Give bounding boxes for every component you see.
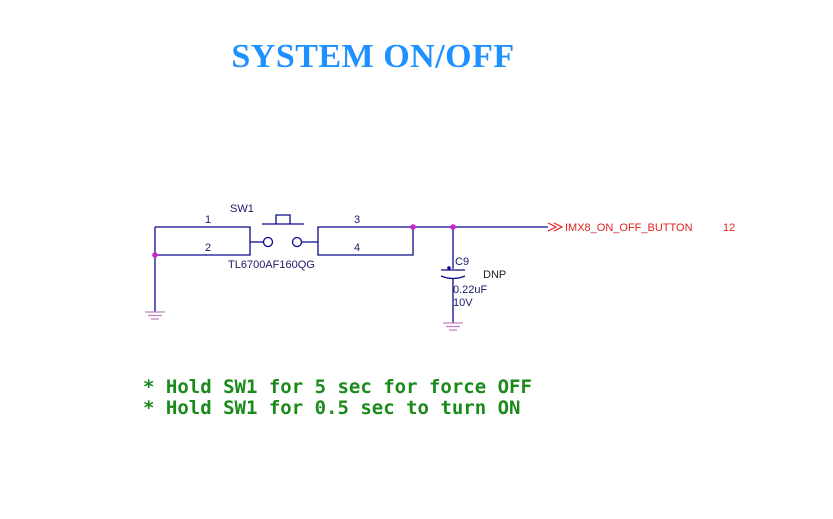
junction-dot <box>450 224 456 230</box>
pin1-wire <box>155 226 251 242</box>
switch-pin-4-label: 4 <box>354 242 360 254</box>
switch-pin-2-label: 2 <box>205 242 211 254</box>
offpage-connector-icon <box>547 222 564 232</box>
ground-symbol-left <box>145 311 165 320</box>
page-title: SYSTEM ON/OFF <box>231 38 515 75</box>
note-line-turn-on: * Hold SW1 for 0.5 sec to turn ON <box>143 397 521 419</box>
switch-part-number: TL6700AF160QG <box>228 259 315 271</box>
junction-dot <box>410 224 416 230</box>
pin4-wire <box>317 227 414 256</box>
ground-symbol-cap <box>443 322 463 331</box>
cap-status-label: DNP <box>483 269 506 281</box>
switch-pin-3-label: 3 <box>354 214 360 226</box>
pin2-wire <box>155 242 251 256</box>
net-page-ref: 12 <box>723 222 735 234</box>
switch-symbol <box>250 214 318 248</box>
cap-value-label: 0.22uF <box>453 284 488 296</box>
net-name-label: IMX8_ON_OFF_BUTTON <box>565 222 693 234</box>
switch-ref-label: SW1 <box>230 203 254 215</box>
note-line-force-off: * Hold SW1 for 5 sec for force OFF <box>143 376 532 398</box>
junction-dot <box>152 252 158 258</box>
cap-voltage-label: 10V <box>453 297 473 309</box>
switch-pin-1-label: 1 <box>205 214 211 226</box>
cap-ref-label: C9 <box>455 256 469 268</box>
pin3-wire <box>317 226 548 242</box>
